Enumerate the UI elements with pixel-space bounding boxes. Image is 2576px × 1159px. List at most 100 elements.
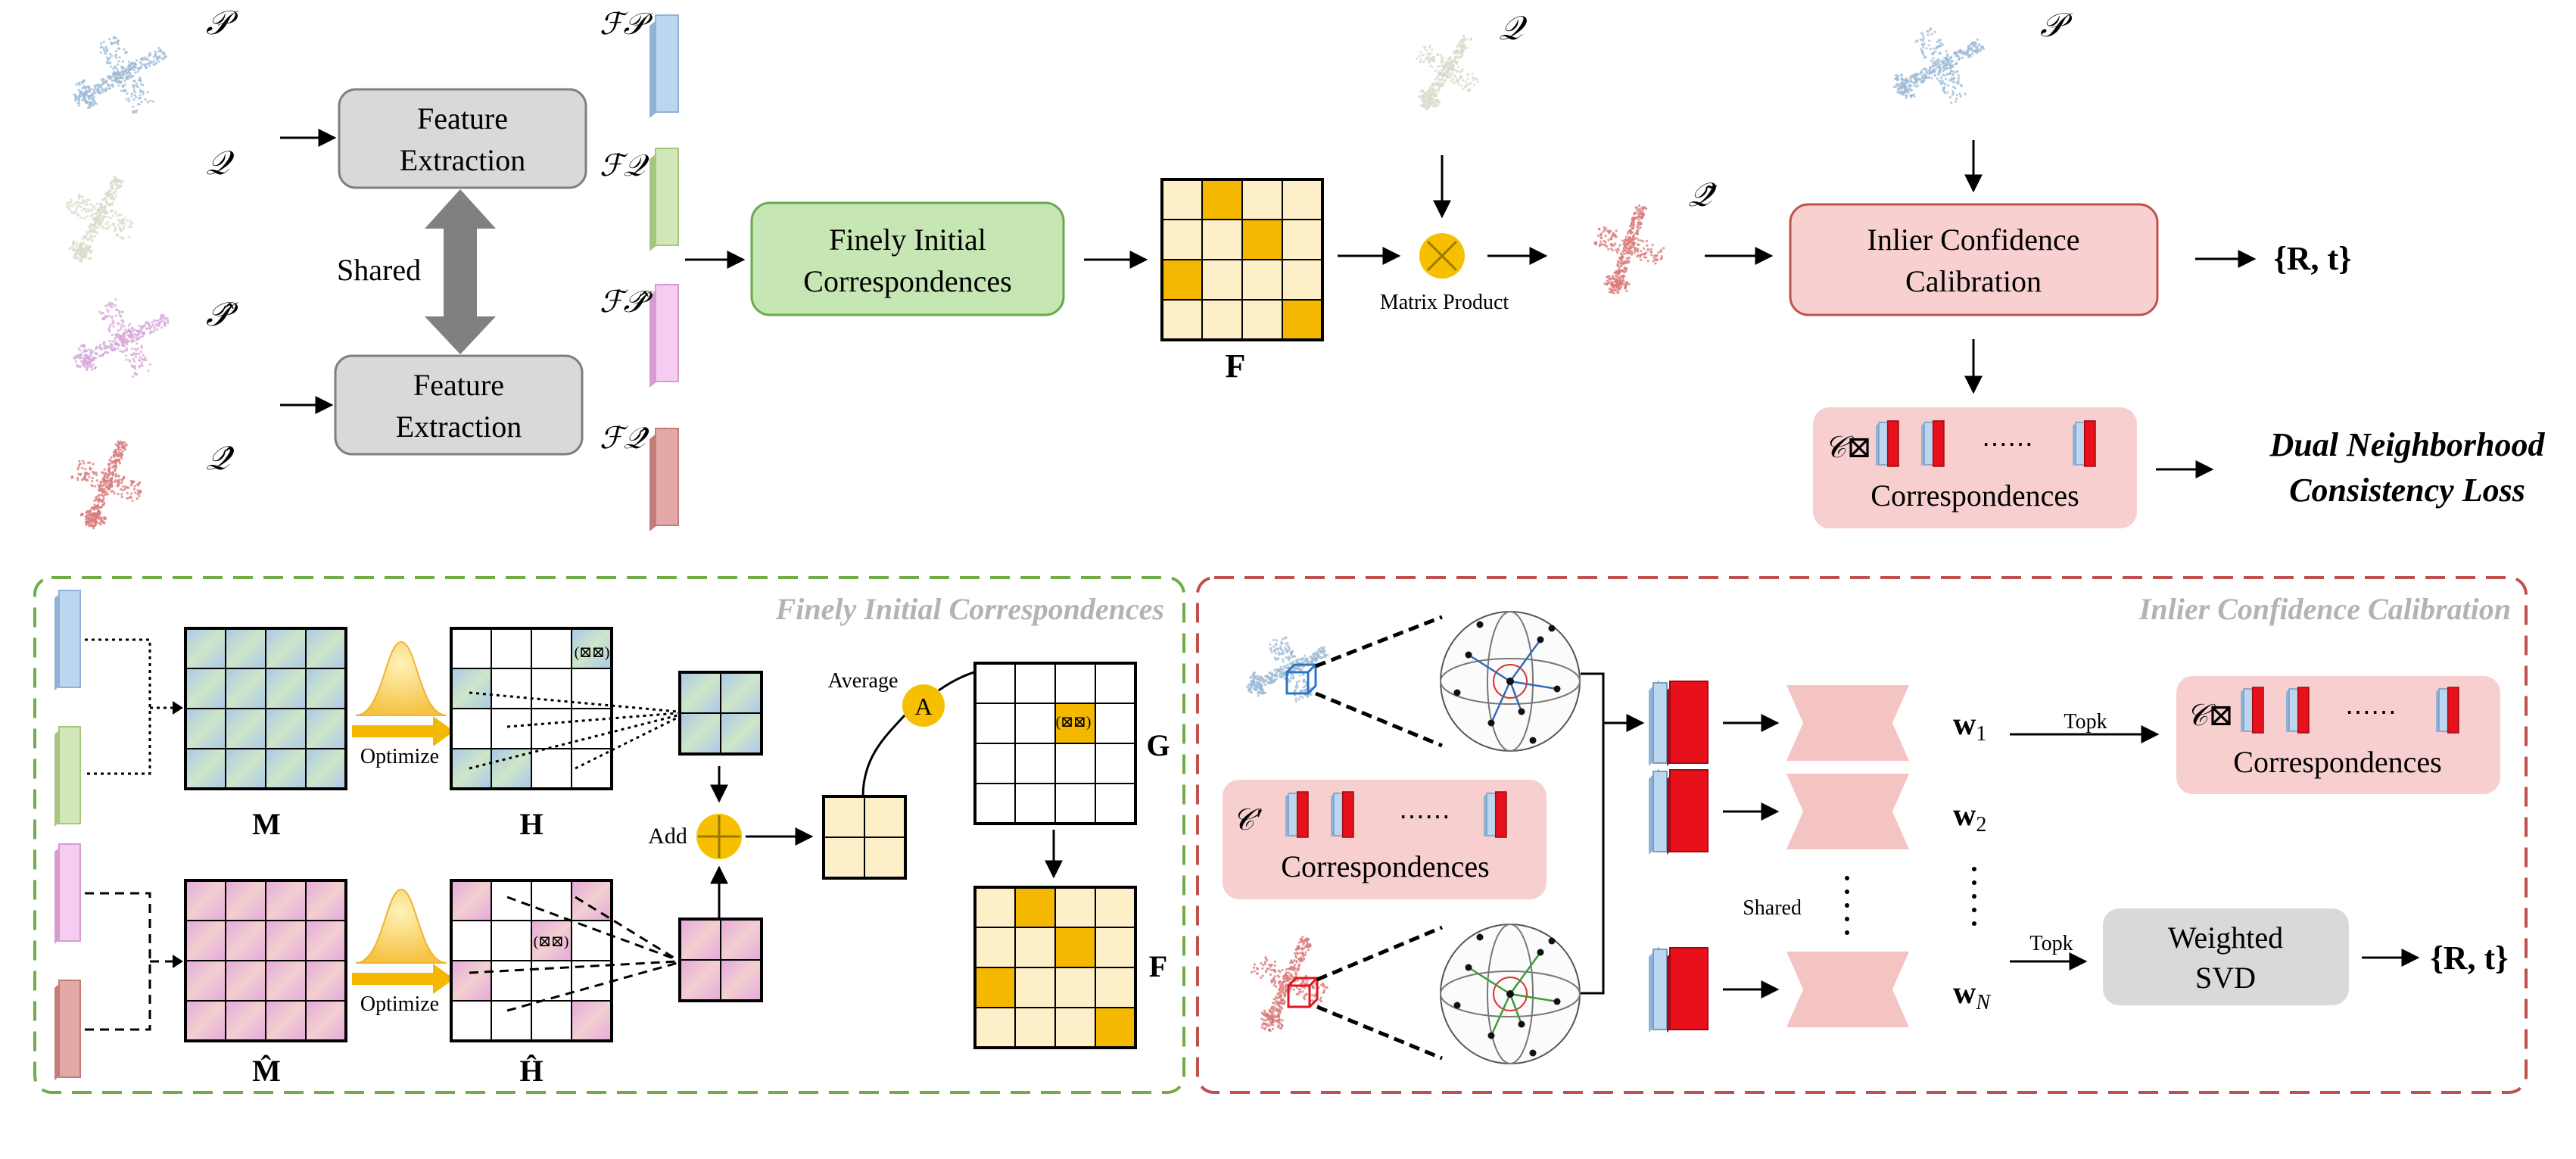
fic-panel-title: Finely Initial Correspondences [775, 592, 1164, 626]
small-matrix-lower [678, 918, 763, 1002]
svg-text:Extraction: Extraction [400, 143, 526, 177]
h-hat-to-small-lower-lines [469, 896, 678, 1012]
optimize-label-lower: Optimize [360, 992, 439, 1016]
loss-title-line2: Consistency Loss [2289, 472, 2525, 509]
g-cell-mark: (⊠⊠) [1056, 714, 1092, 731]
h-to-small-upper-lines [469, 691, 678, 770]
c-dots-right: ⋯⋯ [2345, 699, 2397, 727]
inlier-confidence-calibration-box: Inlier Confidence Calibration [1789, 203, 2159, 316]
svg-text:Calibration: Calibration [1905, 264, 2042, 298]
point-cloud-p-upper [1892, 27, 1985, 104]
label-m-hat: M̂ [252, 1054, 281, 1088]
shared-label-panel: Shared [1743, 896, 1802, 920]
c-symbol-right: 𝒞⊠ [2186, 698, 2234, 732]
symbol-q-tilde: 𝒬̃ [1688, 176, 1718, 213]
symbol-q-upper: 𝒬 [1499, 10, 1528, 47]
correspondences-panel-c-prime: 𝒞′ ⋯⋯ Correspondences [1223, 780, 1547, 899]
svg-text:Feature: Feature [413, 368, 504, 402]
fic-detail-panel [33, 576, 1185, 1094]
panel-bar-pink [55, 843, 81, 944]
icc-detail-panel [1196, 576, 2528, 1094]
neighborhood-sphere-lower [1440, 924, 1581, 1064]
label-g: G [1146, 728, 1170, 762]
small-matrix-upper [678, 671, 763, 756]
symbol-p-upper: 𝒫 [2040, 7, 2073, 44]
neighborhood-sphere-upper [1440, 611, 1581, 752]
feature-bar-fq-hat [649, 427, 679, 531]
add-symbol [696, 814, 742, 859]
cone-lines-lower [1316, 925, 1443, 1061]
corr-block-group-c-prime [1285, 791, 1507, 838]
matrix-f-top [1160, 178, 1324, 341]
shared-network-3 [1786, 952, 1909, 1027]
shared-network-1 [1786, 685, 1909, 761]
svg-text:Finely Initial: Finely Initial [829, 223, 986, 257]
symbol-p: 𝒫 [206, 5, 238, 42]
point-cloud-panel-red [1250, 936, 1328, 1033]
symbol-q-hat: 𝒬̂ [206, 440, 235, 477]
shared-label-top: Shared [337, 253, 421, 287]
gaussian-optimize-lower [352, 888, 454, 994]
output-rt-bottom: {R, t} [2430, 939, 2508, 977]
finely-initial-correspondences-box: Finely Initial Correspondences [750, 201, 1065, 316]
svg-text:Extraction: Extraction [396, 410, 522, 444]
c-prime-dots: ⋯⋯ [1399, 803, 1450, 831]
svg-text:Feature: Feature [417, 101, 508, 136]
panel-bar-red [55, 979, 81, 1080]
optimize-label-upper: Optimize [360, 745, 439, 768]
matrix-m-hat [184, 879, 347, 1042]
symbol-fq: ℱ𝒬 [600, 148, 649, 182]
h-cell-mark: (⊠⊠) [575, 644, 610, 661]
symbol-q: 𝒬 [206, 145, 235, 182]
label-f-top: F [1226, 347, 1246, 385]
corr-block-group-top [1876, 420, 2096, 467]
dashed-connector-lower [85, 892, 180, 1031]
matrix-product-symbol [1419, 233, 1465, 279]
dotted-connector-upper [85, 638, 180, 775]
feature-bar-fp-hat [649, 283, 679, 388]
weighted-svd-box: Weighted SVD [2103, 908, 2349, 1005]
vertical-dots-network [1845, 876, 1849, 935]
cube-marker-blue [1285, 663, 1319, 695]
add-label: Add [648, 824, 687, 849]
svg-text:Weighted: Weighted [2168, 921, 2283, 955]
matrix-h-hat [450, 879, 613, 1042]
c-prime-label: Correspondences [1281, 849, 1489, 883]
point-cloud-q-upper [1415, 34, 1479, 111]
loss-title-line1: Dual Neighborhood [2269, 426, 2545, 463]
matrix-product-label: Matrix Product [1380, 291, 1509, 314]
feature-extraction-box-bottom: Feature Extraction [334, 354, 584, 456]
feature-extraction-box-top: Feature Extraction [338, 88, 587, 189]
point-cloud-q-tilde [1593, 204, 1665, 294]
cube-marker-red [1287, 977, 1320, 1008]
matrix-m [184, 627, 347, 790]
label-h-hat: Ĥ [519, 1054, 543, 1088]
shared-double-arrow [425, 189, 496, 354]
symbol-fq-hat: ℱ𝒬̂ [600, 421, 649, 455]
output-rt-top: {R, t} [2273, 240, 2351, 277]
matrix-f-bottom [973, 886, 1137, 1049]
feature-block-row-3 [1649, 946, 1709, 1033]
shared-network-2 [1786, 774, 1909, 849]
symbol-p-hat: 𝒫̂ [206, 296, 238, 333]
point-cloud-p-hat [73, 298, 170, 378]
topk-label-upper: Topk [2064, 710, 2107, 734]
c-prime-symbol: 𝒞′ [1232, 802, 1262, 837]
gaussian-optimize-upper [352, 640, 454, 746]
average-label: Average [828, 669, 899, 693]
corr-label-top: Correspondences [1870, 478, 2079, 513]
small-matrix-sum [822, 795, 907, 880]
panel-bar-blue [55, 589, 81, 690]
weight-w1: w1 [1953, 707, 1986, 746]
h-hat-cell-mark: (⊠⊠) [534, 933, 569, 950]
feature-block-row-2 [1649, 768, 1709, 855]
matrix-h [450, 627, 613, 790]
symbol-fp: ℱ𝒫 [600, 7, 653, 41]
matrix-g [973, 662, 1137, 825]
icc-panel-title: Inlier Confidence Calibration [2138, 592, 2511, 626]
corr-symbol-top: 𝒞⊠ [1824, 430, 1872, 464]
feature-bar-fq [649, 147, 679, 251]
corr-dots-top: ⋯⋯ [1982, 431, 2033, 459]
label-h: H [519, 807, 543, 841]
cone-lines-upper [1315, 615, 1443, 748]
